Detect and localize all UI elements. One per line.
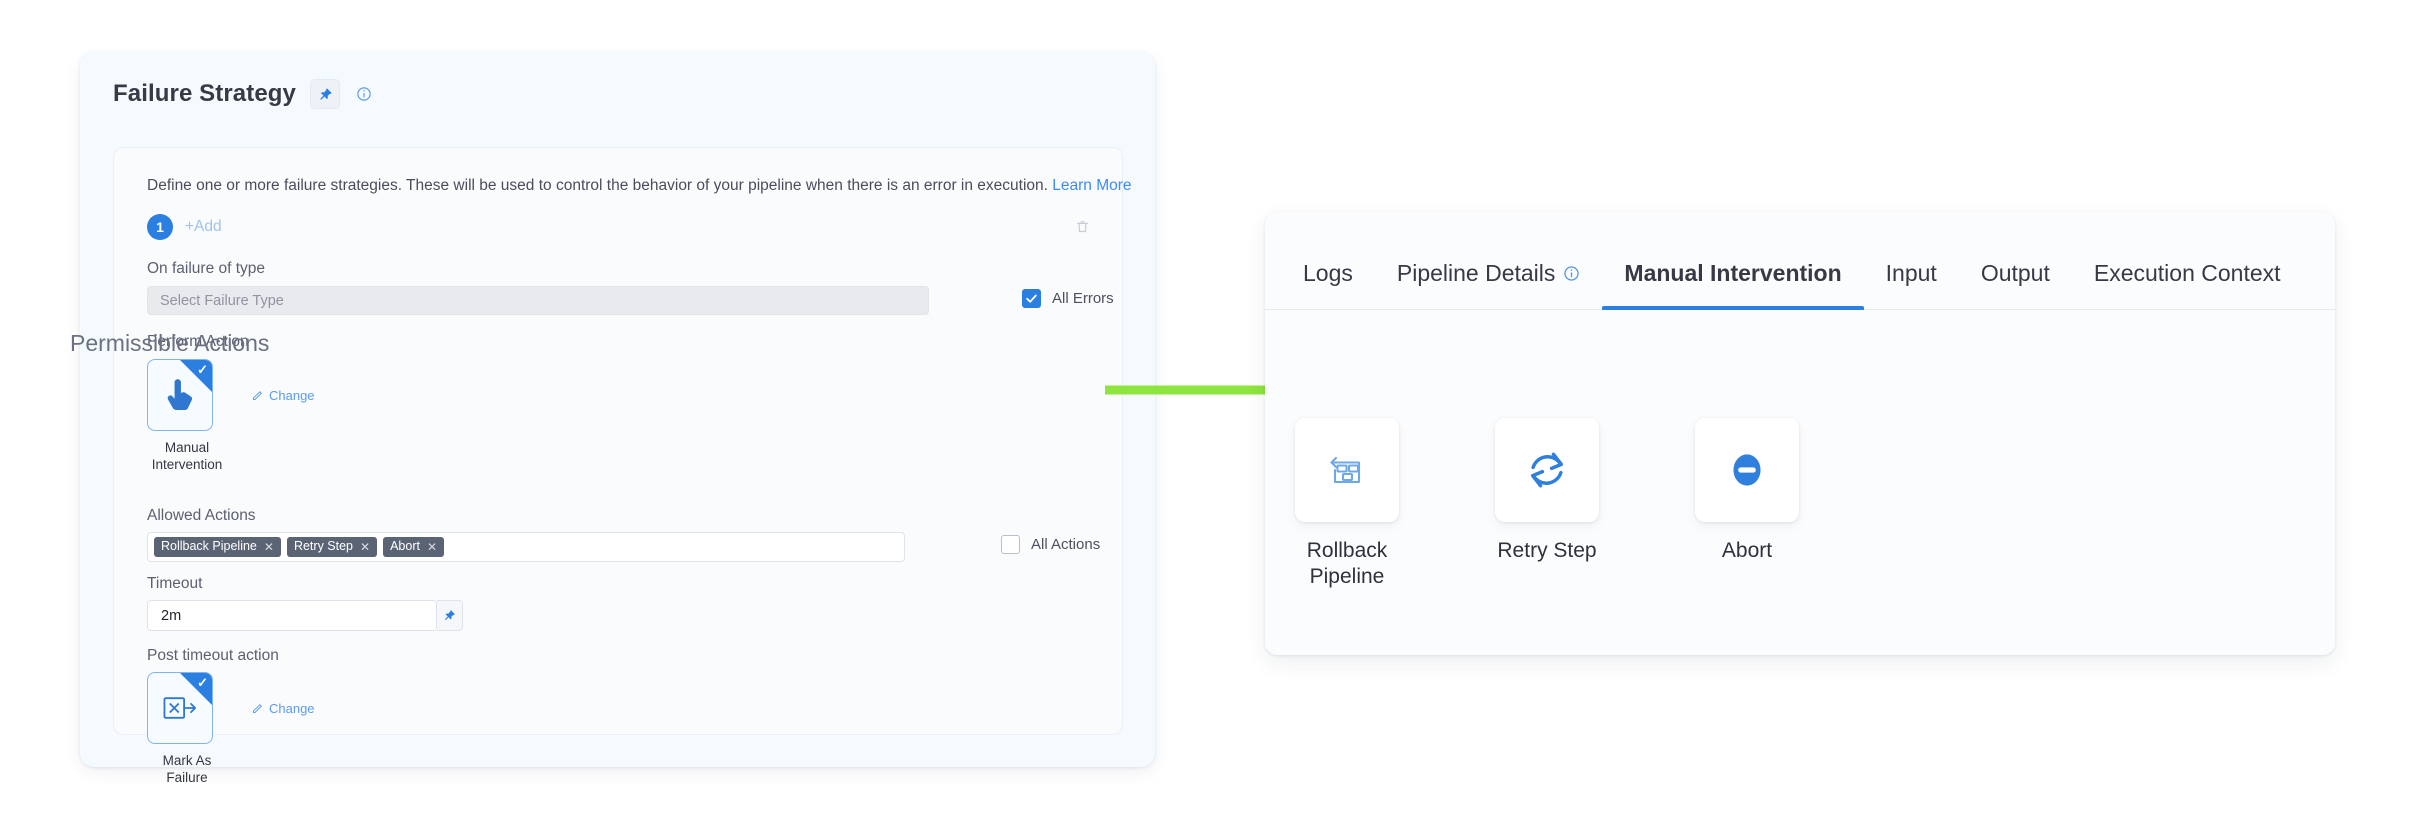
action-card[interactable]: [1295, 418, 1399, 522]
mark-as-failure-icon: [163, 697, 197, 719]
chip-label: Retry Step: [293, 539, 354, 554]
action-label: Abort: [1722, 538, 1772, 564]
post-timeout-action-label: Post timeout action: [147, 647, 279, 664]
action-label-line1: Retry Step: [1497, 539, 1597, 562]
list-item[interactable]: Retry Step ✕: [286, 537, 378, 557]
page-title: Failure Strategy: [113, 80, 296, 107]
pencil-icon: [253, 703, 262, 713]
tab-input[interactable]: Input: [1864, 260, 1959, 309]
add-strategy-button[interactable]: +Add: [185, 218, 222, 235]
failure-strategy-panel: Failure Strategy Define one or more fail…: [80, 52, 1155, 785]
allowed-actions-label: Allowed Actions: [147, 507, 256, 524]
perform-action-tile-wrap: ✓ Manual Intervention: [147, 359, 227, 474]
timeout-input[interactable]: 2m: [147, 600, 437, 631]
failure-type-select[interactable]: Select Failure Type: [147, 286, 929, 315]
all-actions-checkbox-row[interactable]: All Actions: [1001, 535, 1100, 554]
perform-action-tile[interactable]: ✓: [147, 359, 213, 431]
tab-pipeline-details[interactable]: Pipeline Details: [1375, 260, 1603, 309]
action-retry-step[interactable]: Retry Step: [1495, 418, 1599, 591]
action-abort[interactable]: Abort: [1695, 418, 1799, 591]
list-item[interactable]: Abort ✕: [383, 537, 445, 557]
rollback-pipeline-icon: [1330, 456, 1361, 484]
permissible-actions-list: Rollback Pipeline Retry Step: [1295, 418, 1799, 591]
perform-action-line1: Manual: [164, 440, 210, 455]
all-actions-label: All Actions: [1031, 536, 1101, 553]
action-card[interactable]: [1695, 418, 1799, 522]
timeout-value: 2m: [161, 607, 182, 624]
strategy-add-row: 1 +Add: [147, 214, 222, 240]
trash-icon[interactable]: [1075, 218, 1090, 240]
perform-action-selected-label: Manual Intervention: [147, 439, 227, 474]
on-failure-label: On failure of type: [147, 260, 266, 277]
chip-remove-icon[interactable]: ✕: [360, 539, 371, 554]
description-sentence: Define one or more failure strategies. T…: [147, 177, 1048, 194]
chip-label: Abort: [390, 539, 420, 554]
post-timeout-action-tile[interactable]: ✓: [147, 672, 213, 744]
permissible-actions-title: Permissible Actions: [70, 330, 270, 356]
action-label: Retry Step: [1497, 538, 1596, 564]
info-circle-icon[interactable]: [1563, 265, 1580, 282]
selected-check-icon: ✓: [197, 362, 208, 377]
all-actions-checkbox[interactable]: [1001, 535, 1020, 554]
abort-icon: [1733, 454, 1761, 486]
perform-action-line2: Intervention: [151, 457, 223, 473]
action-label: Rollback Pipeline: [1307, 538, 1388, 591]
chip-remove-icon[interactable]: ✕: [263, 539, 274, 554]
strategy-index-badge[interactable]: 1: [147, 214, 173, 240]
retry-step-icon: [1530, 452, 1564, 488]
perform-action-change-label: Change: [269, 388, 315, 403]
failure-strategy-body: Define one or more failure strategies. T…: [113, 147, 1132, 785]
tab-manual-intervention[interactable]: Manual Intervention: [1602, 260, 1864, 310]
chip-label: Rollback Pipeline: [161, 539, 257, 554]
perform-action-label: Perform Action: [147, 333, 249, 350]
allowed-actions-input[interactable]: Rollback Pipeline ✕ Retry Step ✕ Abort ✕: [147, 532, 905, 562]
selected-check-icon: ✓: [197, 675, 208, 690]
description-text: Define one or more failure strategies. T…: [147, 175, 1132, 197]
execution-details-panel: Logs Pipeline Details Manual Interventio…: [1265, 212, 2335, 655]
timeout-pin-icon[interactable]: [437, 600, 463, 631]
tab-label: Logs: [1303, 260, 1353, 286]
action-label-line1: Rollback: [1306, 539, 1388, 562]
all-errors-checkbox-row[interactable]: All Errors: [1022, 289, 1114, 308]
tab-label: Pipeline Details: [1396, 260, 1556, 286]
action-rollback-pipeline[interactable]: Rollback Pipeline: [1295, 418, 1399, 591]
action-label-line1: Abort: [1721, 539, 1773, 562]
tab-execution-context[interactable]: Execution Context: [2072, 260, 2303, 309]
post-timeout-selected-label: Mark As Failure: [147, 752, 227, 787]
timeout-label: Timeout: [147, 575, 203, 592]
post-timeout-change-button[interactable]: Change: [251, 701, 315, 716]
action-card[interactable]: [1495, 418, 1599, 522]
list-item[interactable]: Rollback Pipeline ✕: [154, 537, 281, 557]
post-timeout-change-label: Change: [269, 701, 315, 716]
arrow-right-icon: [1105, 372, 1330, 413]
tab-label: Output: [1980, 260, 2050, 286]
all-errors-label: All Errors: [1052, 290, 1114, 307]
chip-remove-icon[interactable]: ✕: [426, 539, 438, 554]
tab-logs[interactable]: Logs: [1303, 260, 1375, 309]
tab-label: Input: [1885, 260, 1937, 286]
info-circle-icon[interactable]: [354, 84, 374, 104]
pin-icon[interactable]: [310, 79, 340, 109]
post-timeout-tile-wrap: ✓ Mark As Failure: [147, 672, 227, 787]
pointing-hand-icon: [167, 379, 193, 410]
all-errors-checkbox[interactable]: [1022, 289, 1041, 308]
tab-bar: Logs Pipeline Details Manual Interventio…: [1265, 212, 2335, 310]
perform-action-change-button[interactable]: Change: [251, 388, 315, 403]
failure-type-placeholder: Select Failure Type: [160, 292, 284, 309]
post-timeout-line2: Failure: [166, 770, 208, 786]
tab-label: Execution Context: [2093, 260, 2281, 286]
action-label-line2: Pipeline: [1309, 565, 1385, 589]
tab-output[interactable]: Output: [1959, 260, 2072, 309]
pencil-icon: [253, 390, 262, 400]
post-timeout-line1: Mark As: [162, 753, 212, 768]
tab-label: Manual Intervention: [1624, 260, 1842, 286]
learn-more-link[interactable]: Learn More: [1052, 177, 1132, 194]
failure-strategy-header: Failure Strategy: [80, 52, 1155, 114]
